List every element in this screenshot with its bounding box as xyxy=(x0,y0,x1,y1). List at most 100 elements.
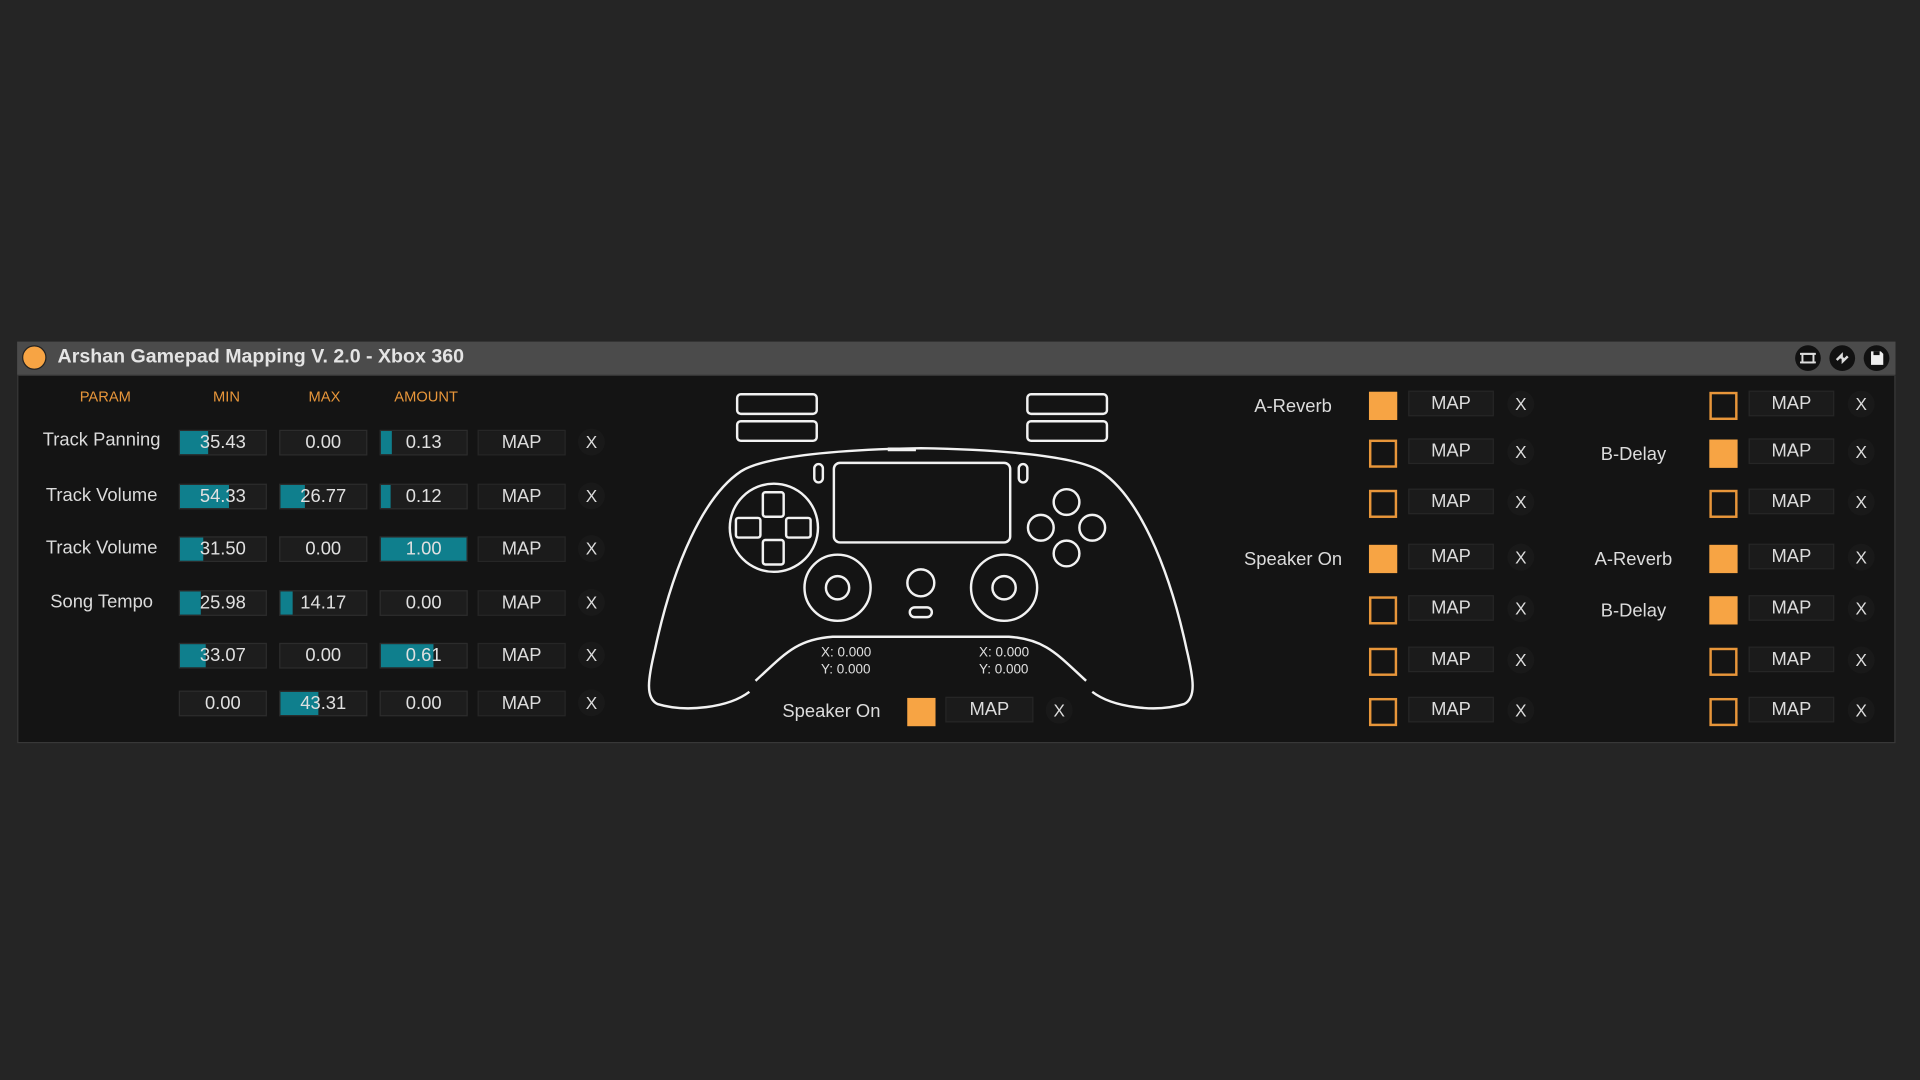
map-button[interactable]: MAP xyxy=(1748,488,1835,515)
device-activator-toggle[interactable] xyxy=(22,345,47,370)
toggle-checkbox[interactable] xyxy=(1709,439,1738,468)
right-stick[interactable] xyxy=(991,574,1017,601)
remove-mapping-button[interactable]: X xyxy=(1507,390,1535,418)
toggle-checkbox[interactable] xyxy=(1368,489,1398,518)
remove-mapping-button[interactable]: X xyxy=(577,689,605,717)
bottom-toggle-checkbox[interactable] xyxy=(907,697,936,727)
toggle-checkbox[interactable] xyxy=(1709,544,1738,574)
map-button[interactable]: MAP xyxy=(1408,696,1494,723)
toggle-checkbox[interactable] xyxy=(1709,596,1738,625)
map-button[interactable]: MAP xyxy=(477,590,566,616)
max-value-field[interactable]: 0.00 xyxy=(279,429,368,456)
max-value-field[interactable]: 0.00 xyxy=(279,536,368,563)
bottom-toggle-map-button[interactable]: MAP xyxy=(945,696,1034,723)
map-button[interactable]: MAP xyxy=(1408,543,1494,570)
right-trigger[interactable] xyxy=(1026,420,1109,443)
right-bumper[interactable] xyxy=(1026,393,1109,416)
toggle-checkbox[interactable] xyxy=(1709,489,1738,518)
map-button[interactable]: MAP xyxy=(1408,488,1494,515)
remove-mapping-button[interactable]: X xyxy=(1507,696,1535,724)
remove-mapping-button[interactable]: X xyxy=(1847,390,1875,418)
bottom-toggle-remove-button[interactable]: X xyxy=(1045,696,1073,724)
amount-value-field[interactable]: 0.13 xyxy=(379,429,468,456)
refresh-button[interactable] xyxy=(1829,345,1856,372)
toggle-checkbox[interactable] xyxy=(1368,647,1398,676)
remove-mapping-button[interactable]: X xyxy=(577,588,605,616)
dpad-down[interactable] xyxy=(761,538,785,566)
map-button[interactable]: MAP xyxy=(477,690,566,717)
map-button[interactable]: MAP xyxy=(1748,696,1835,723)
remove-mapping-button[interactable]: X xyxy=(1847,595,1875,623)
remove-mapping-button[interactable]: X xyxy=(577,482,605,510)
min-value-field[interactable]: 0.00 xyxy=(178,690,267,717)
remove-mapping-button[interactable]: X xyxy=(577,641,605,669)
guide-button[interactable] xyxy=(906,568,936,598)
back-button[interactable] xyxy=(813,462,825,484)
face-button-y[interactable] xyxy=(1052,487,1081,517)
map-button[interactable]: MAP xyxy=(1408,595,1494,621)
map-button[interactable]: MAP xyxy=(477,429,566,456)
min-value-field[interactable]: 31.50 xyxy=(178,536,267,563)
map-button[interactable]: MAP xyxy=(477,483,566,510)
toggle-checkbox[interactable] xyxy=(1368,391,1398,421)
min-value-field[interactable]: 54.33 xyxy=(178,483,267,510)
min-value-field[interactable]: 25.98 xyxy=(178,590,267,616)
remove-mapping-button[interactable]: X xyxy=(577,428,605,456)
amount-value-field[interactable]: 1.00 xyxy=(379,536,468,563)
toggle-checkbox[interactable] xyxy=(1368,697,1398,727)
amount-value-field[interactable]: 0.12 xyxy=(379,483,468,510)
map-button[interactable]: MAP xyxy=(477,642,566,669)
right-stick-ring[interactable] xyxy=(969,553,1039,623)
max-value-field[interactable]: 14.17 xyxy=(279,590,368,616)
map-button[interactable]: MAP xyxy=(477,536,566,563)
amount-value-field[interactable]: 0.61 xyxy=(379,642,468,669)
remove-mapping-button[interactable]: X xyxy=(1507,438,1535,466)
remove-mapping-button[interactable]: X xyxy=(1847,488,1875,516)
map-button[interactable]: MAP xyxy=(1408,646,1494,673)
toggle-checkbox[interactable] xyxy=(1709,391,1738,421)
remove-mapping-button[interactable]: X xyxy=(1507,543,1535,571)
toggle-checkbox[interactable] xyxy=(1368,439,1398,468)
save-button[interactable] xyxy=(1863,345,1890,372)
face-button-x[interactable] xyxy=(1026,513,1055,542)
left-stick[interactable] xyxy=(824,574,851,601)
map-button[interactable]: MAP xyxy=(1748,646,1835,673)
title-bar[interactable] xyxy=(17,341,1896,376)
min-value-field[interactable]: 35.43 xyxy=(178,429,267,456)
map-button[interactable]: MAP xyxy=(1408,390,1494,417)
remove-mapping-button[interactable]: X xyxy=(1847,438,1875,466)
dpad-up[interactable] xyxy=(761,491,785,518)
share-button[interactable] xyxy=(908,606,934,619)
map-button[interactable]: MAP xyxy=(1408,438,1494,465)
touchpad[interactable] xyxy=(832,461,1012,544)
map-button[interactable]: MAP xyxy=(1748,595,1835,621)
hot-swap-button[interactable] xyxy=(1795,345,1821,372)
remove-mapping-button[interactable]: X xyxy=(1847,696,1875,724)
toggle-checkbox[interactable] xyxy=(1709,647,1738,676)
face-button-b[interactable] xyxy=(1078,513,1107,542)
toggle-checkbox[interactable] xyxy=(1368,596,1398,625)
remove-mapping-button[interactable]: X xyxy=(1847,543,1875,571)
remove-mapping-button[interactable]: X xyxy=(1847,646,1875,674)
map-button[interactable]: MAP xyxy=(1748,543,1835,570)
left-trigger[interactable] xyxy=(735,420,818,443)
face-button-a[interactable] xyxy=(1052,539,1081,568)
remove-mapping-button[interactable]: X xyxy=(1507,646,1535,674)
toggle-checkbox[interactable] xyxy=(1368,544,1398,574)
max-value-field[interactable]: 0.00 xyxy=(279,642,368,669)
max-value-field[interactable]: 43.31 xyxy=(279,690,368,717)
map-button[interactable]: MAP xyxy=(1748,390,1835,417)
max-value-field[interactable]: 26.77 xyxy=(279,483,368,510)
left-stick-ring[interactable] xyxy=(803,553,872,623)
remove-mapping-button[interactable]: X xyxy=(1507,488,1535,516)
dpad-left[interactable] xyxy=(734,516,762,539)
left-bumper[interactable] xyxy=(735,393,818,416)
dpad-right[interactable] xyxy=(784,516,812,539)
start-button[interactable] xyxy=(1017,462,1029,484)
remove-mapping-button[interactable]: X xyxy=(577,535,605,563)
amount-value-field[interactable]: 0.00 xyxy=(379,590,468,616)
amount-value-field[interactable]: 0.00 xyxy=(379,690,468,717)
toggle-checkbox[interactable] xyxy=(1709,697,1738,727)
remove-mapping-button[interactable]: X xyxy=(1507,595,1535,623)
map-button[interactable]: MAP xyxy=(1748,438,1835,465)
